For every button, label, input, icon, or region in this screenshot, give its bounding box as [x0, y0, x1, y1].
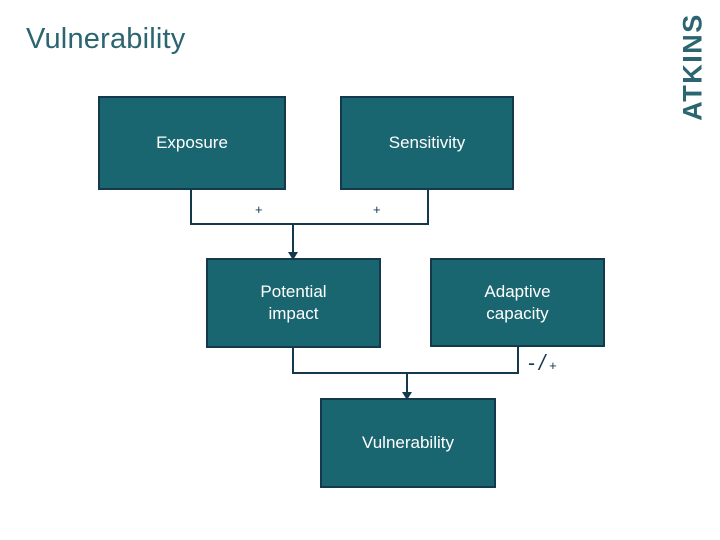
node-vulnerability-label: Vulnerability — [362, 433, 454, 452]
node-potential-impact[interactable]: Potential impact — [206, 258, 381, 348]
connector-upper-stem — [292, 223, 294, 260]
sign-sensitivity-plus: + — [373, 202, 381, 217]
connector-exposure-vertical — [190, 190, 192, 225]
connector-sensitivity-vertical — [427, 190, 429, 225]
node-vulnerability[interactable]: Vulnerability — [320, 398, 496, 488]
node-exposure[interactable]: Exposure — [98, 96, 286, 190]
connector-lower-horizontal — [292, 372, 519, 374]
atkins-logo-text: ATKINS — [677, 13, 708, 121]
connector-potential-vertical — [292, 348, 294, 374]
page-title: Vulnerability — [26, 23, 186, 55]
sign-adaptive-minus: - — [528, 352, 535, 375]
connector-lower-stem — [406, 372, 408, 400]
node-potential-impact-label: Potential impact — [260, 282, 327, 323]
node-exposure-label: Exposure — [156, 133, 228, 152]
connector-adaptive-vertical — [517, 347, 519, 374]
node-adaptive-capacity[interactable]: Adaptive capacity — [430, 258, 605, 347]
connector-upper-horizontal — [190, 223, 429, 225]
atkins-logo: ATKINS — [670, 6, 716, 128]
node-sensitivity[interactable]: Sensitivity — [340, 96, 514, 190]
arrow-head-icon-vulnerability — [402, 392, 412, 400]
arrow-head-icon-potential-impact — [288, 252, 298, 260]
sign-adaptive-plus: + — [549, 358, 557, 373]
sign-adaptive-capacity: - / + — [528, 350, 557, 375]
node-sensitivity-label: Sensitivity — [388, 133, 466, 152]
sign-adaptive-slash: / — [539, 350, 546, 375]
sign-exposure-plus: + — [255, 202, 263, 217]
node-adaptive-capacity-label: Adaptive capacity — [484, 281, 551, 323]
